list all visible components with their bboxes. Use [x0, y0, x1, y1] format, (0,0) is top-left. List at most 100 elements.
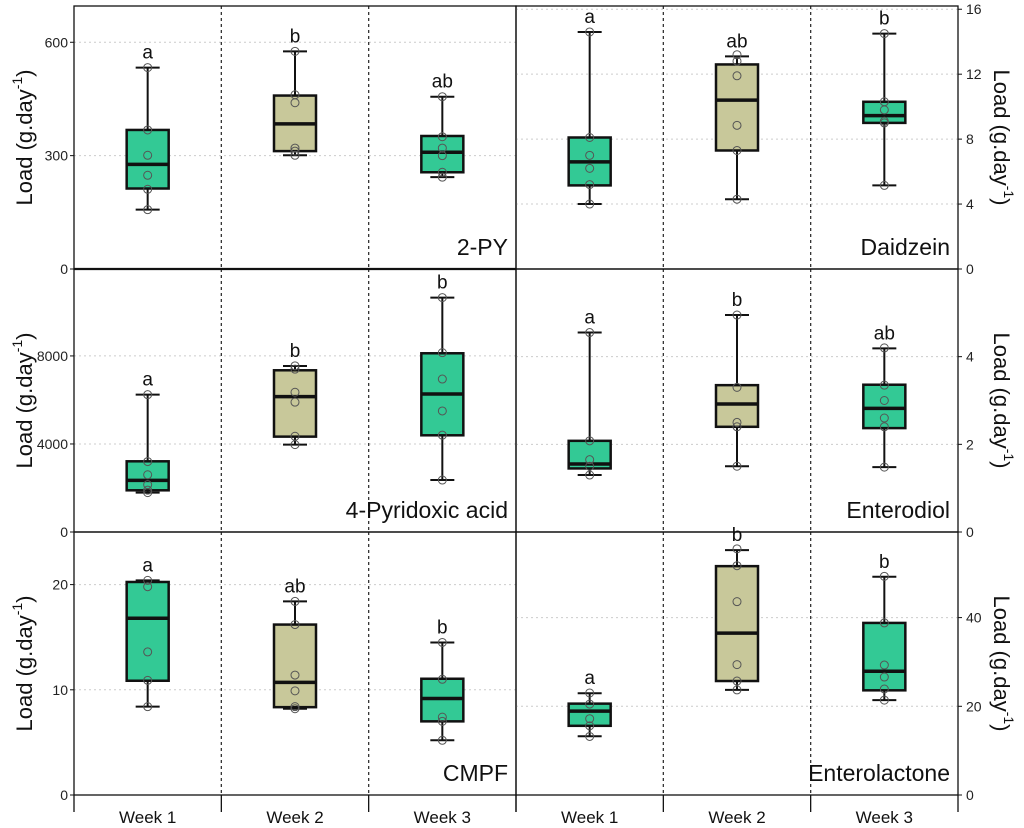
data-point — [143, 647, 153, 657]
y-tick-label: 600 — [45, 34, 69, 50]
box-week-3: b — [862, 552, 907, 705]
data-point — [437, 172, 447, 182]
data-point — [437, 348, 447, 358]
data-point — [732, 685, 742, 695]
box-week-1: a — [567, 668, 612, 741]
significance-letter: b — [732, 290, 743, 311]
box-week-3: ab — [862, 323, 907, 472]
data-point — [437, 637, 447, 647]
data-point — [437, 151, 447, 161]
y-axis-label-base: Load (g.day — [989, 333, 1014, 449]
x-tick-label: Week 1 — [561, 808, 618, 827]
data-point — [732, 145, 742, 155]
data-point — [290, 686, 300, 696]
data-point — [290, 620, 300, 630]
data-point — [585, 461, 595, 471]
panel-title: Daidzein — [861, 234, 951, 260]
data-point — [290, 397, 300, 407]
data-point — [143, 457, 153, 467]
data-point — [585, 133, 595, 142]
data-point — [290, 98, 300, 108]
data-point — [290, 702, 300, 712]
significance-letter: b — [879, 9, 890, 30]
y-axis-label-base: Load (g.day — [12, 352, 37, 468]
y-tick-label: 0 — [60, 787, 68, 803]
data-point — [143, 390, 153, 400]
y-tick-label: 12 — [966, 66, 982, 82]
significance-letter: ab — [432, 72, 453, 93]
data-point — [879, 672, 889, 682]
significance-letter: a — [142, 555, 153, 576]
y-tick-label: 0 — [966, 524, 974, 540]
data-point — [879, 695, 889, 705]
data-point — [585, 163, 595, 173]
y-axis-label-close: ) — [12, 596, 37, 603]
y-axis-label: Load (g.day-1) — [989, 70, 1017, 206]
data-point — [437, 293, 447, 303]
box-week-1: a — [125, 370, 170, 498]
y-tick-label: 16 — [966, 1, 982, 17]
y-tick-label: 8 — [966, 131, 974, 147]
data-point — [879, 118, 889, 128]
panel-title: CMPF — [443, 760, 508, 786]
data-point — [732, 71, 742, 81]
panel-title: 4-Pyridoxic acid — [346, 497, 508, 523]
x-tick-label: Week 3 — [414, 808, 471, 827]
data-point — [879, 462, 889, 472]
box-week-2: b — [714, 525, 760, 695]
data-point — [585, 180, 595, 190]
y-tick-label: 20 — [52, 577, 68, 593]
iqr-box — [862, 383, 907, 430]
box-week-3: b — [420, 617, 465, 745]
data-point — [879, 413, 889, 423]
x-tick-label: Week 2 — [708, 808, 765, 827]
box-week-2: b — [272, 341, 318, 450]
significance-letter: ab — [284, 576, 305, 597]
y-axis-label-base: Load (g.day — [12, 89, 37, 205]
data-point — [290, 146, 300, 156]
data-point — [437, 674, 447, 684]
data-point — [143, 485, 153, 495]
iqr-box — [714, 383, 760, 429]
data-point — [732, 50, 742, 60]
box-week-3: b — [862, 9, 907, 190]
y-tick-label: 4000 — [37, 436, 68, 452]
data-point — [437, 430, 447, 440]
panel-frame — [515, 531, 959, 796]
data-point — [732, 561, 742, 571]
y-axis-label-sup: -1 — [9, 603, 25, 616]
data-point — [290, 364, 300, 374]
significance-letter: a — [584, 308, 595, 329]
iqr-box — [862, 621, 907, 692]
x-tick-label: Week 2 — [266, 808, 323, 827]
panel-title: 2-PY — [457, 234, 508, 260]
data-point — [437, 374, 447, 384]
data-point — [290, 150, 300, 160]
data-point — [732, 382, 742, 392]
data-point — [437, 167, 447, 177]
y-axis-label-base: Load (g.day — [989, 70, 1014, 186]
data-point — [732, 417, 742, 427]
data-point — [290, 440, 300, 450]
data-point — [585, 199, 595, 209]
box-week-3: ab — [420, 72, 465, 182]
iqr-box — [714, 564, 760, 683]
y-tick-label: 8000 — [37, 348, 68, 364]
data-point — [879, 343, 889, 353]
box-week-3: b — [420, 273, 465, 485]
y-tick-label: 40 — [966, 610, 982, 626]
y-axis-label-close: ) — [12, 333, 37, 340]
significance-letter: a — [142, 370, 153, 391]
data-point — [732, 660, 742, 670]
significance-letter: b — [437, 273, 448, 294]
y-axis-label-close: ) — [989, 724, 1014, 731]
data-point — [290, 596, 300, 606]
data-point — [437, 132, 447, 142]
box-week-1: a — [567, 308, 612, 480]
data-point — [732, 194, 742, 204]
significance-letter: a — [584, 668, 595, 689]
